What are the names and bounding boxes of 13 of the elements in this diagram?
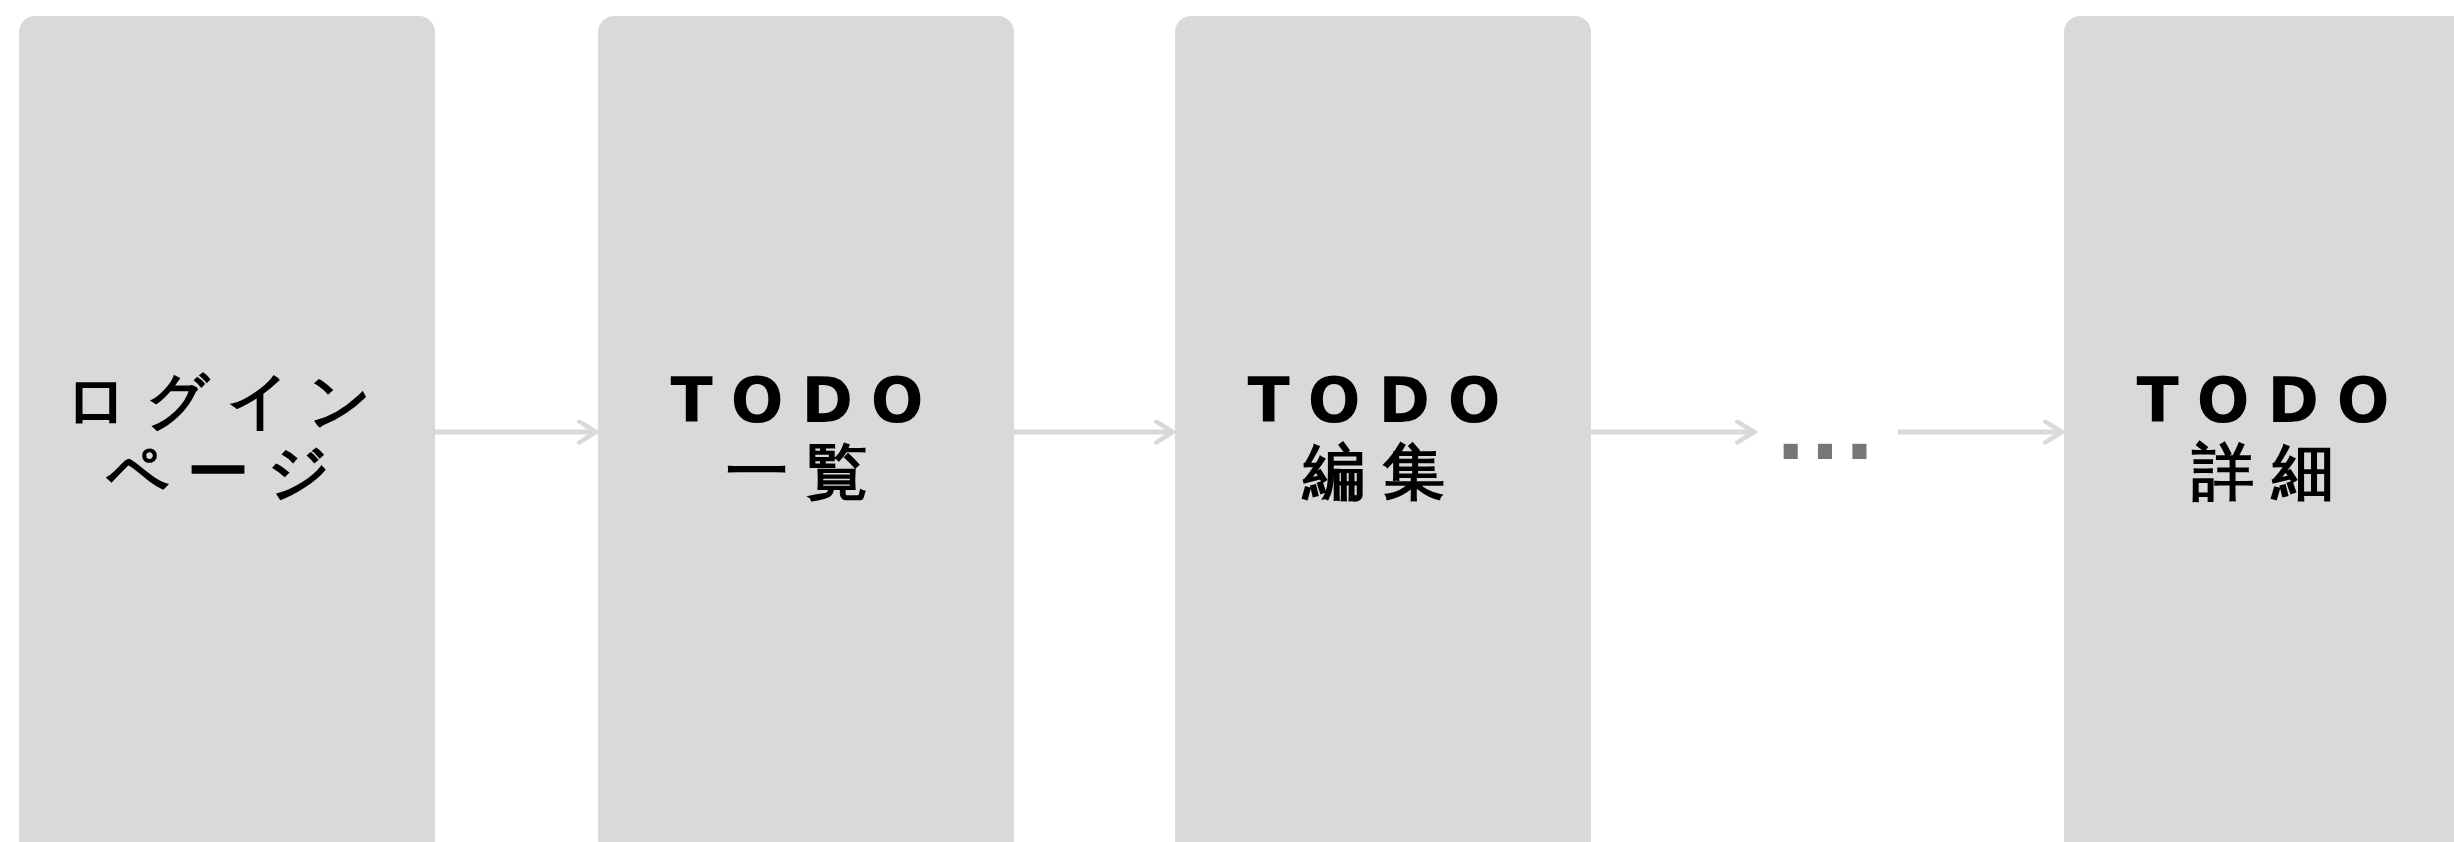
screen-name: TODO 詳細 — [2135, 364, 2409, 508]
arrow — [1014, 419, 1176, 445]
ellipsis-text: ... — [1775, 392, 1879, 472]
arrow — [1898, 419, 2065, 445]
screen-name: TODO 一覧 — [669, 364, 943, 508]
screen-name: TODO 編集 — [1246, 364, 1520, 508]
arrow — [435, 419, 599, 445]
screen-box — [19, 16, 435, 842]
screen-box — [598, 16, 1014, 842]
screen-box — [2064, 16, 2454, 842]
screen-box — [1175, 16, 1591, 842]
screen-name: ログインページ — [64, 364, 390, 508]
arrow — [1591, 419, 1757, 445]
